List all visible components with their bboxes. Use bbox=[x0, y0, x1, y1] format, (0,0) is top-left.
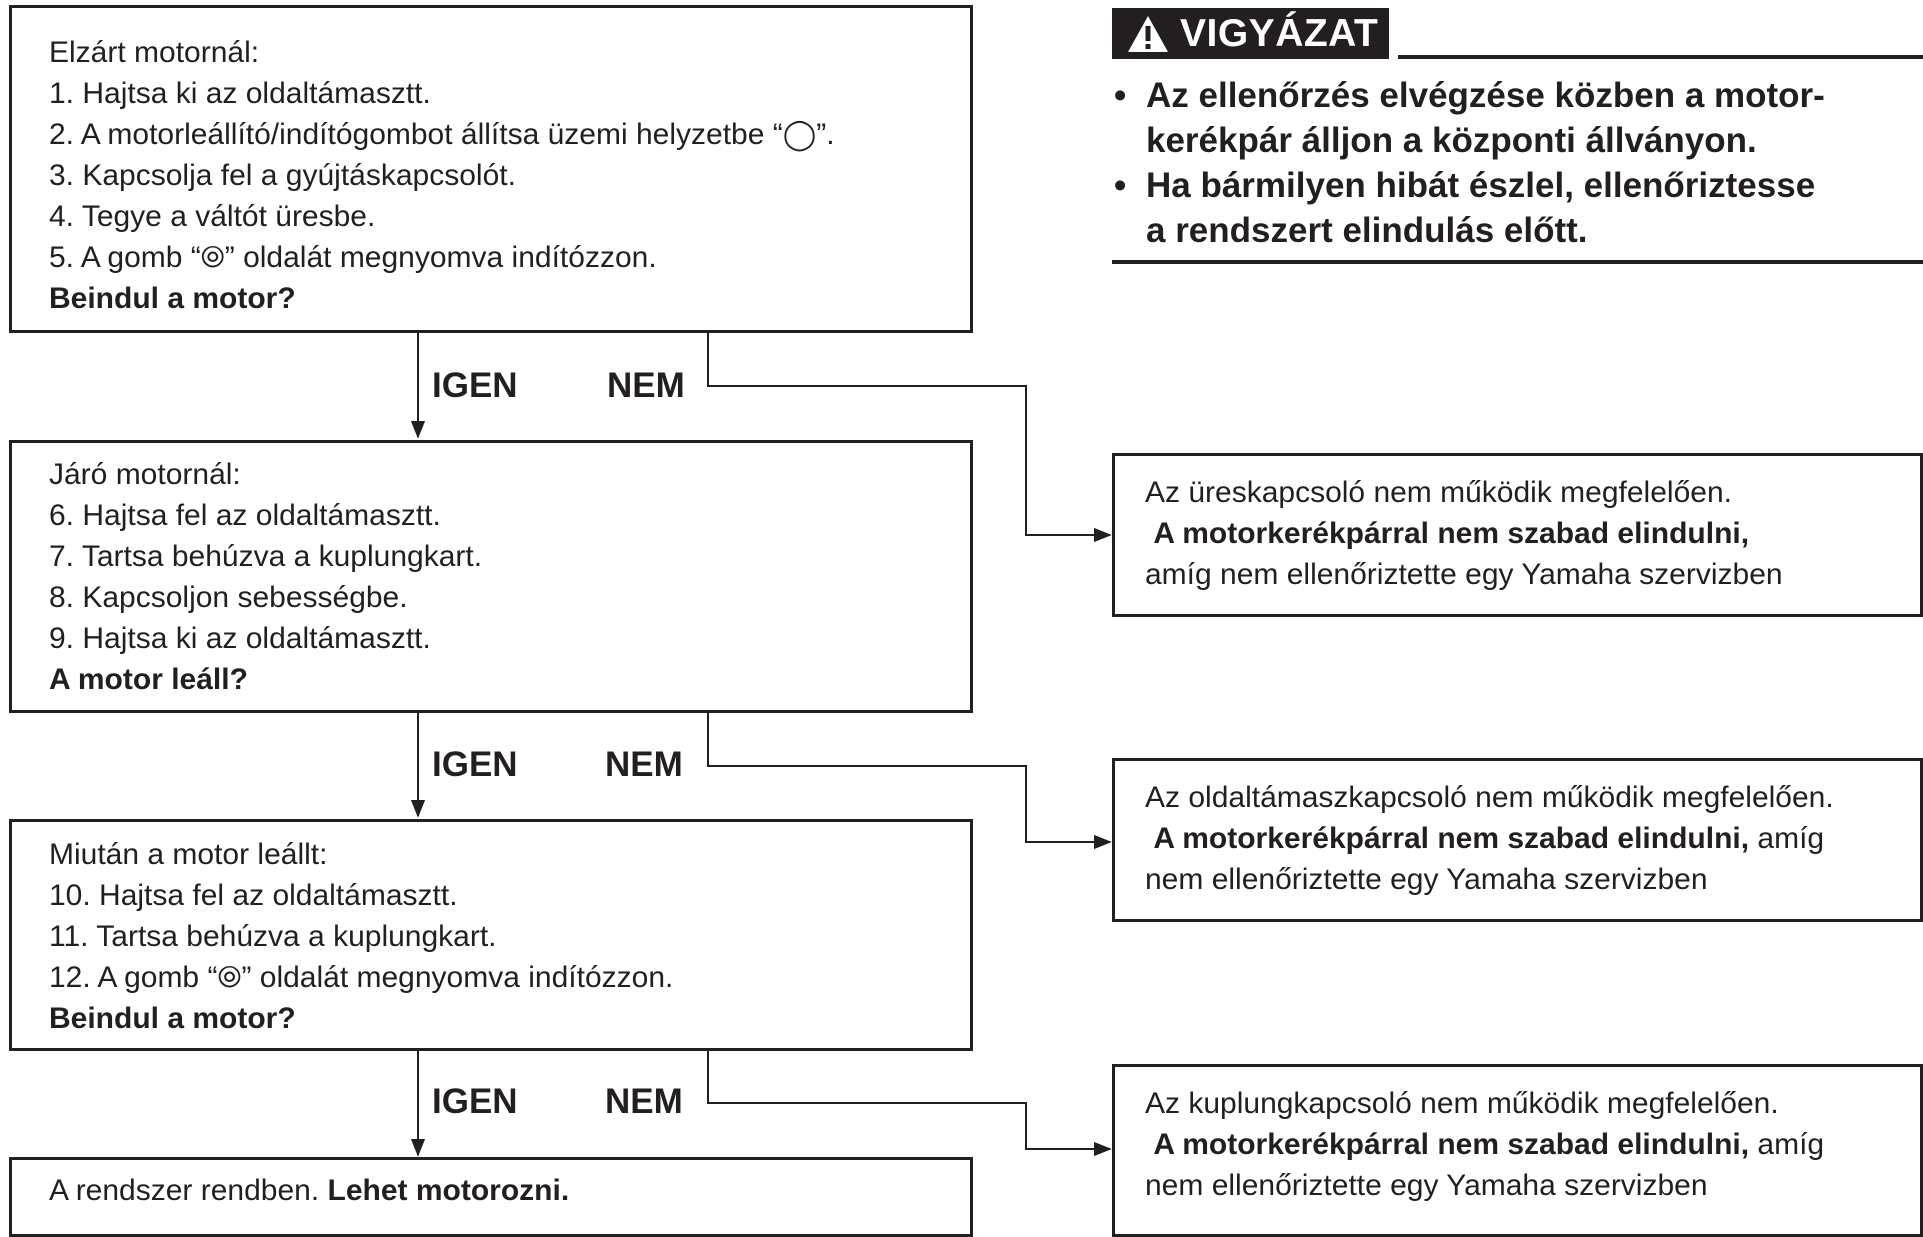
fault-box-2: Az oldaltámaszkapcsoló nem működik megfe… bbox=[1112, 758, 1923, 922]
bullet-icon: • bbox=[1114, 76, 1127, 115]
step-box-3: Miután a motor leállt: 10. Hajtsa fel az… bbox=[9, 819, 973, 1051]
fault-2-line3: nem ellenőriztette egy Yamaha szervizben bbox=[1145, 863, 1708, 896]
step-1-line: 2. A motorleállító/indítógombot állítsa … bbox=[49, 118, 835, 151]
warning-item-1-line2: kerékpár álljon a központi állványon. bbox=[1146, 121, 1757, 160]
step-box-1: Elzárt motornál: 1. Hajtsa ki az oldaltá… bbox=[9, 5, 973, 333]
fault-3-line2: A motorkerékpárral nem szabad elindulni,… bbox=[1153, 1128, 1825, 1161]
step-box-2: Járó motornál: 6. Hajtsa fel az oldaltám… bbox=[9, 440, 973, 713]
final-text: A rendszer rendben. bbox=[49, 1174, 328, 1207]
no-arrow-3 bbox=[707, 1049, 1112, 1157]
yes-label: IGEN bbox=[432, 745, 518, 784]
warning-rule-top bbox=[1398, 55, 1923, 59]
step-1-line: 1. Hajtsa ki az oldaltámasztt. bbox=[49, 77, 431, 110]
warning-item-2-line1: Ha bármilyen hibát észlel, ellenőriztess… bbox=[1146, 166, 1816, 205]
fault-1-line2: A motorkerékpárral nem szabad elindulni, bbox=[1153, 517, 1750, 550]
warning-title: VIGYÁZAT bbox=[1180, 11, 1379, 55]
fault-2-line1: Az oldaltámaszkapcsoló nem működik megfe… bbox=[1145, 781, 1834, 814]
warning-header: VIGYÁZAT bbox=[1112, 8, 1389, 59]
no-arrow-2 bbox=[707, 711, 1112, 850]
fault-1-line1: Az üreskapcsoló nem működik megfelelően. bbox=[1145, 476, 1732, 509]
step-1-line: 5. A gomb “⦾” oldalát megnyomva indítózz… bbox=[49, 241, 657, 274]
step-1-line: Elzárt motornál: bbox=[49, 36, 260, 69]
warning-item-2: • Ha bármilyen hibát észlel, ellenőrizte… bbox=[1114, 163, 1816, 253]
warning-item-1: • Az ellenőrzés elvégzése közben a motor… bbox=[1114, 73, 1825, 163]
no-label: NEM bbox=[605, 1082, 683, 1121]
step-3-line: 11. Tartsa behúzva a kuplungkart. bbox=[49, 920, 497, 953]
step-2-line: 7. Tartsa behúzva a kuplungkart. bbox=[49, 540, 483, 573]
step-2-line: 9. Hajtsa ki az oldaltámasztt. bbox=[49, 622, 431, 655]
yes-label: IGEN bbox=[432, 1082, 518, 1121]
warning-item-1-line1: Az ellenőrzés elvégzése közben a motor- bbox=[1146, 76, 1825, 115]
fault-box-1: Az üreskapcsoló nem működik megfelelően.… bbox=[1112, 453, 1923, 617]
warning-rule-bottom bbox=[1112, 260, 1923, 264]
step-2-question: A motor leáll? bbox=[49, 663, 248, 696]
warning-item-2-line2: a rendszert elindulás előtt. bbox=[1146, 211, 1588, 250]
yes-label: IGEN bbox=[432, 366, 518, 405]
no-label: NEM bbox=[605, 745, 683, 784]
warning-triangle-icon bbox=[1128, 15, 1168, 52]
fault-1-line3: amíg nem ellenőriztette egy Yamaha szerv… bbox=[1145, 558, 1783, 591]
step-2-line: Járó motornál: bbox=[49, 458, 241, 491]
fault-3-line3: nem ellenőriztette egy Yamaha szervizben bbox=[1145, 1169, 1708, 1202]
final-bold: Lehet motorozni. bbox=[327, 1174, 570, 1207]
step-1-line: 4. Tegye a váltót üresbe. bbox=[49, 200, 376, 233]
step-2-line: 8. Kapcsoljon sebességbe. bbox=[49, 581, 408, 614]
fault-2-line2: A motorkerékpárral nem szabad elindulni,… bbox=[1153, 822, 1825, 855]
step-1-line: 3. Kapcsolja fel a gyújtáskapcsolót. bbox=[49, 159, 516, 192]
step-2-line: 6. Hajtsa fel az oldaltámasztt. bbox=[49, 499, 441, 532]
bullet-icon: • bbox=[1114, 166, 1127, 205]
step-3-question: Beindul a motor? bbox=[49, 1002, 296, 1035]
no-arrow-1 bbox=[707, 330, 1112, 543]
fault-box-3: Az kuplungkapcsoló nem működik megfelelő… bbox=[1112, 1064, 1923, 1237]
fault-3-line1: Az kuplungkapcsoló nem működik megfelelő… bbox=[1145, 1087, 1779, 1120]
no-label: NEM bbox=[607, 366, 685, 405]
step-3-line: 10. Hajtsa fel az oldaltámasztt. bbox=[49, 879, 458, 912]
final-line: A rendszer rendben. Lehet motorozni. bbox=[49, 1170, 970, 1211]
step-3-line: Miután a motor leállt: bbox=[49, 838, 328, 871]
final-box: A rendszer rendben. Lehet motorozni. bbox=[9, 1157, 973, 1237]
step-1-question: Beindul a motor? bbox=[49, 282, 296, 315]
step-3-line: 12. A gomb “⦾” oldalát megnyomva indítóz… bbox=[49, 961, 674, 994]
